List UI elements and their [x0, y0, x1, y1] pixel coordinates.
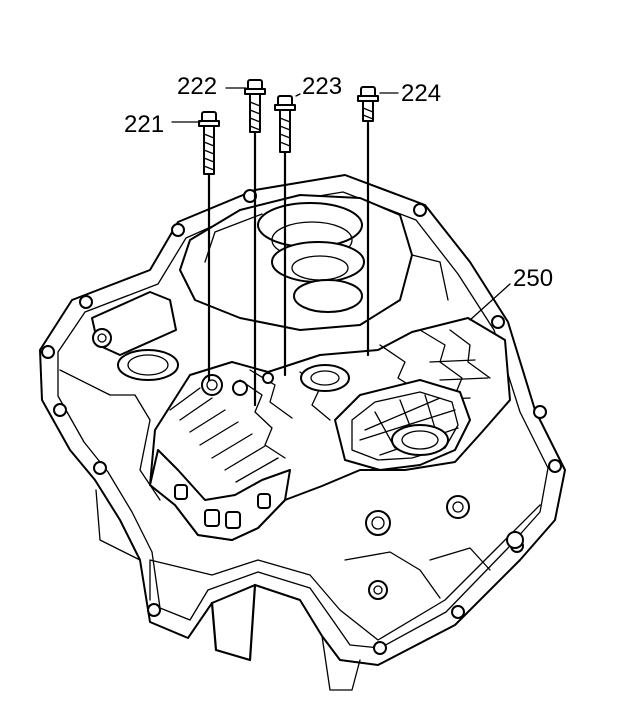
case-lower-details [344, 495, 524, 600]
bolt-221 [198, 111, 220, 175]
valve-body [149, 317, 511, 541]
callout-leaders [171, 87, 511, 321]
bolt-223 [274, 95, 296, 153]
callout-221: 221 [124, 111, 164, 138]
bolt-leader-lines [207, 116, 370, 407]
callout-250: 250 [513, 265, 553, 292]
bolt-222 [244, 79, 266, 133]
case-bolt-bosses [41, 189, 562, 655]
case-left-details [59, 291, 179, 501]
callout-222: 222 [177, 73, 217, 100]
callout-224: 224 [401, 80, 441, 107]
bolt-224 [357, 86, 379, 122]
accumulator-plate [300, 364, 471, 471]
callout-223: 223 [302, 73, 342, 100]
